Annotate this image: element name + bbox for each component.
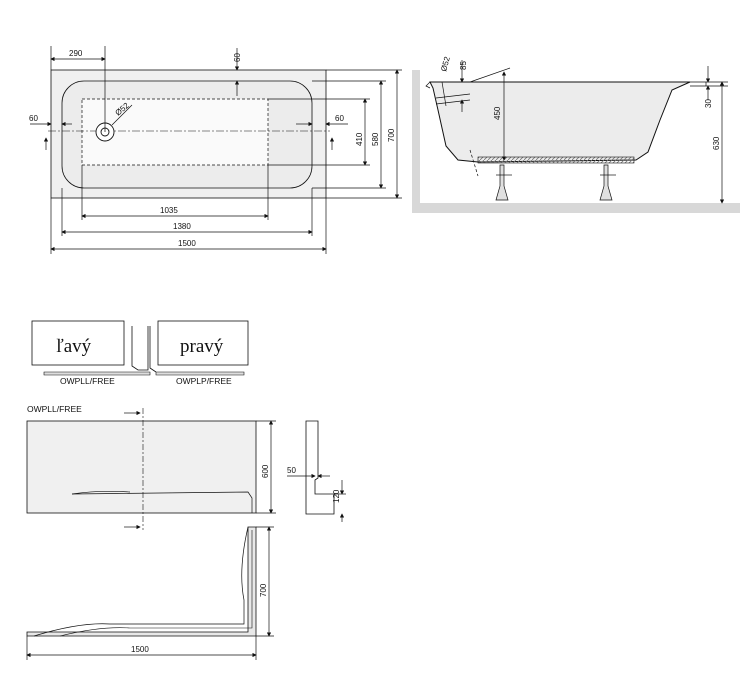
dim-290: 290 <box>69 49 83 58</box>
plan-panel-dim-1500: 1500 <box>131 645 149 654</box>
panel-title: OWPLL/FREE <box>27 404 82 414</box>
variant-left-code: OWPLL/FREE <box>60 376 115 386</box>
dim-1500: 1500 <box>178 239 196 248</box>
dim-60-top: 60 <box>233 53 242 62</box>
section-dim-450: 450 <box>493 106 502 120</box>
section-dim-85: 85 <box>459 61 468 70</box>
profile-dim-50: 50 <box>287 466 296 475</box>
plan-panel-dim-700: 700 <box>259 583 268 597</box>
dim-1035: 1035 <box>160 206 178 215</box>
tub-base-support <box>477 156 635 164</box>
variant-right-box <box>157 320 249 366</box>
variant-right-code: OWPLP/FREE <box>176 376 232 386</box>
dim-60-left: 60 <box>29 114 38 123</box>
dim-1380: 1380 <box>173 222 191 231</box>
panel-rectangle <box>26 420 257 514</box>
variant-left-label: ľavý <box>56 336 92 357</box>
panel-dim-600: 600 <box>261 464 270 478</box>
panel-plan-view: 700 1500 <box>26 526 274 660</box>
profile-dim-120: 120 <box>332 489 341 503</box>
tub-leg-left <box>495 164 509 201</box>
panel-profile: 50 120 <box>287 420 346 522</box>
bathtub-plan-view: Ø52 290 60 60 60 410 580 700 <box>29 46 402 254</box>
variant-left-box <box>31 320 125 366</box>
section-dim-diameter: Ø52 <box>439 55 452 72</box>
variant-left: ľavý OWPLL/FREE <box>31 320 151 386</box>
dim-700: 700 <box>387 128 396 142</box>
variant-right-label: pravý <box>180 336 224 357</box>
bathtub-side-section: Ø52 85 450 30 630 <box>412 55 740 213</box>
panel-plan-shape <box>26 526 257 637</box>
variant-right: pravý OWPLP/FREE <box>149 320 249 386</box>
dim-60-right: 60 <box>335 114 344 123</box>
section-dim-30: 30 <box>704 99 713 108</box>
dim-410: 410 <box>355 132 364 146</box>
panel-profile-shape <box>305 420 335 515</box>
tub-leg-right <box>599 164 613 201</box>
section-dim-630: 630 <box>712 136 721 150</box>
dim-580: 580 <box>371 132 380 146</box>
panel-front-view: OWPLL/FREE 600 <box>26 404 276 530</box>
